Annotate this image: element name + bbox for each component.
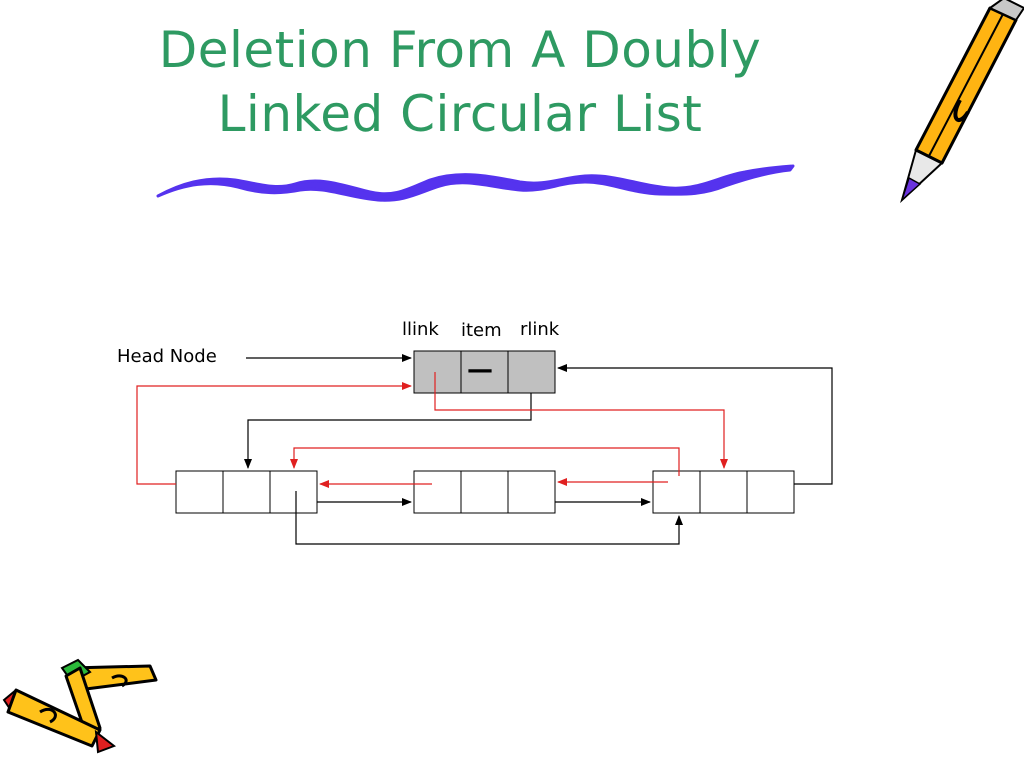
title-underline: [156, 164, 795, 202]
item-label: item: [461, 320, 502, 341]
title-line-2: Linked Circular List: [217, 85, 703, 143]
slide-title: Deletion From A Doubly Linked Circular L…: [110, 18, 810, 146]
node3-rlink-arrow: [557, 364, 833, 485]
list-node-1: [175, 470, 318, 514]
pencil-icon: [900, 0, 1024, 204]
head-node-label: Head Node: [117, 346, 217, 367]
head-rlink-arrow: [244, 393, 532, 469]
list-node-3: [652, 470, 795, 514]
llink-label: llink: [402, 319, 439, 340]
node1-bypass-rlink-arrow: [295, 491, 683, 545]
crayons-icon: [2, 658, 158, 754]
node3-bypass-llink-arrow: [290, 447, 680, 476]
head-llink-arrow: [434, 372, 728, 469]
rlink-label: rlink: [520, 319, 560, 340]
head-item-value: —: [467, 355, 493, 385]
title-line-1: Deletion From A Doubly: [158, 21, 762, 79]
head-node: [413, 350, 556, 394]
node1-llink-arrow: [136, 382, 412, 485]
list-node-2: [413, 470, 556, 514]
